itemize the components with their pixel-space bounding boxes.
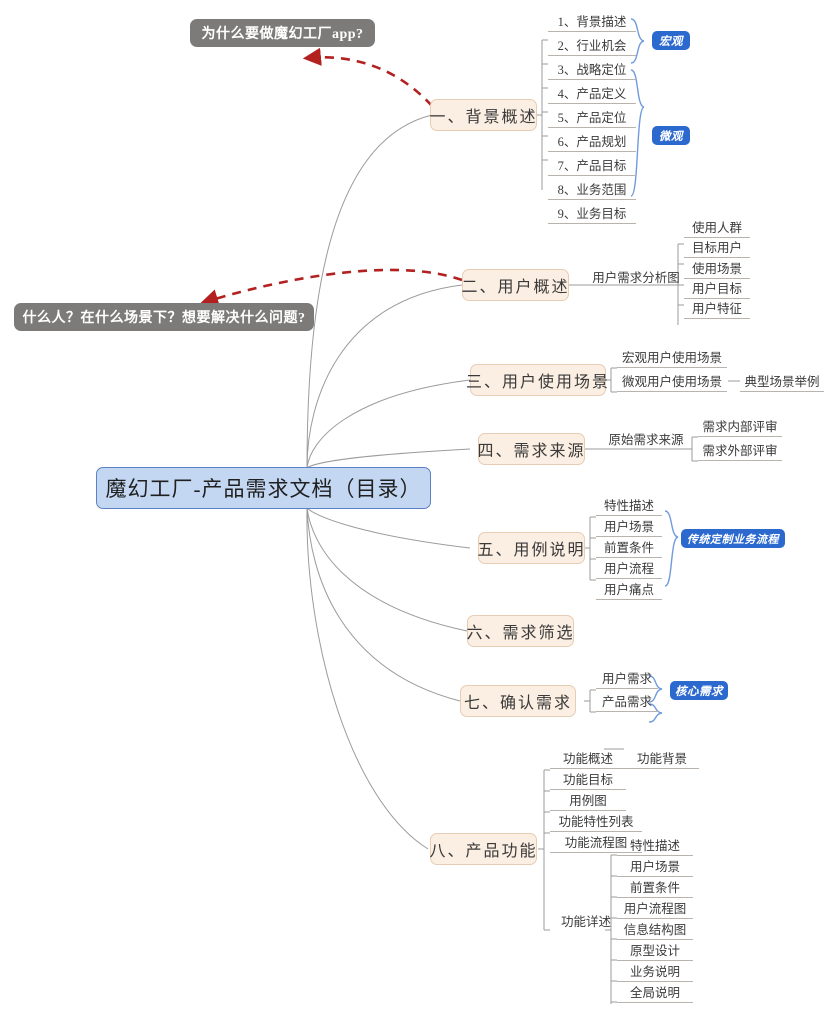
leaf-8-6-1[interactable]: 特性描述 <box>617 836 693 856</box>
branch-5-label: 五、用例说明 <box>477 542 586 559</box>
tag-core-demand-label: 核心需求 <box>675 685 723 698</box>
leaf-1-9[interactable]: 9、业务目标 <box>548 202 636 224</box>
leaf-8-1-child[interactable]: 功能背景 <box>625 749 699 769</box>
leaf-1-1[interactable]: 1、背景描述 <box>548 10 636 32</box>
branch-node-7[interactable]: 七、确认需求 <box>460 685 576 717</box>
leaf-8-6-8[interactable]: 全局说明 <box>617 983 693 1003</box>
leaf-3-2[interactable]: 微观用户使用场景 <box>617 372 727 392</box>
leaf-2-3[interactable]: 使用场景 <box>684 259 750 279</box>
branch-node-4[interactable]: 四、需求来源 <box>478 433 585 465</box>
tag-traditional-process[interactable]: 传统定制业务流程 <box>681 529 785 548</box>
leaf-5-4[interactable]: 用户流程 <box>596 559 662 579</box>
leaf-8-6-3[interactable]: 前置条件 <box>617 878 693 898</box>
branch-node-8[interactable]: 八、产品功能 <box>430 833 537 865</box>
leaf-8-6-4[interactable]: 用户流程图 <box>617 899 693 919</box>
center-node[interactable]: 魔幻工厂-产品需求文档（目录） <box>96 467 431 509</box>
branch-2-label: 二、用户概述 <box>461 279 570 296</box>
leaf-5-1[interactable]: 特性描述 <box>596 496 662 516</box>
branch-1-label: 一、背景概述 <box>429 109 538 126</box>
leaf-8-5[interactable]: 功能流程图 <box>550 833 642 853</box>
branch-node-1[interactable]: 一、背景概述 <box>430 99 537 131</box>
leaf-8-4[interactable]: 功能特性列表 <box>550 812 642 832</box>
leaf-1-7[interactable]: 7、产品目标 <box>548 154 636 176</box>
leaf-4-mid[interactable]: 原始需求来源 <box>608 433 684 447</box>
leaf-8-6-5[interactable]: 信息结构图 <box>617 920 693 940</box>
leaf-1-4[interactable]: 4、产品定义 <box>548 82 636 104</box>
branch-6-label: 六、需求筛选 <box>466 625 575 642</box>
branch-node-3[interactable]: 三、用户使用场景 <box>466 364 608 396</box>
leaf-1-6[interactable]: 6、产品规划 <box>548 130 636 152</box>
leaf-2-5[interactable]: 用户特征 <box>684 299 750 319</box>
leaf-1-3[interactable]: 3、战略定位 <box>548 58 636 80</box>
leaf-8-3[interactable]: 用例图 <box>550 791 626 811</box>
branch-node-2[interactable]: 二、用户概述 <box>462 269 569 301</box>
leaf-8-6[interactable]: 功能详述 <box>560 915 611 929</box>
center-node-label: 魔幻工厂-产品需求文档（目录） <box>105 477 422 501</box>
tag-macro-label: 宏观 <box>659 35 683 48</box>
leaf-1-8[interactable]: 8、业务范围 <box>548 178 636 200</box>
leaf-4-1[interactable]: 需求内部评审 <box>698 417 782 437</box>
leaf-2-2[interactable]: 目标用户 <box>684 238 750 258</box>
leaf-2-4[interactable]: 用户目标 <box>684 279 750 299</box>
leaf-3-2-child[interactable]: 典型场景举例 <box>740 372 824 392</box>
leaf-3-1[interactable]: 宏观用户使用场景 <box>617 348 727 368</box>
callout-who[interactable]: 什么人？在什么场景下？想要解决什么问题? <box>14 303 314 331</box>
callout-why-label: 为什么要做魔幻工厂app? <box>201 27 364 42</box>
callout-why[interactable]: 为什么要做魔幻工厂app? <box>190 19 375 47</box>
tag-core-demand[interactable]: 核心需求 <box>670 681 728 700</box>
leaf-8-2[interactable]: 功能目标 <box>550 770 626 790</box>
leaf-7-2[interactable]: 产品需求 <box>596 692 658 712</box>
branch-3-label: 三、用户使用场景 <box>466 374 611 391</box>
branch-4-label: 四、需求来源 <box>477 443 586 460</box>
branch-8-label: 八、产品功能 <box>429 843 538 860</box>
leaf-2-1[interactable]: 使用人群 <box>684 218 750 238</box>
branch-node-6[interactable]: 六、需求筛选 <box>467 615 574 647</box>
leaf-4-2[interactable]: 需求外部评审 <box>698 441 782 461</box>
tag-micro-label: 微观 <box>659 130 683 143</box>
leaf-7-1[interactable]: 用户需求 <box>596 669 658 689</box>
tag-traditional-process-label: 传统定制业务流程 <box>687 533 779 546</box>
leaf-1-2[interactable]: 2、行业机会 <box>548 34 636 56</box>
branch-7-label: 七、确认需求 <box>463 695 572 712</box>
tag-macro[interactable]: 宏观 <box>652 31 690 50</box>
leaf-8-6-6[interactable]: 原型设计 <box>617 941 693 961</box>
tag-micro[interactable]: 微观 <box>652 126 690 145</box>
leaf-8-1[interactable]: 功能概述 <box>550 749 626 769</box>
leaf-8-6-2[interactable]: 用户场景 <box>617 857 693 877</box>
leaf-5-5[interactable]: 用户痛点 <box>596 580 662 600</box>
leaf-8-6-7[interactable]: 业务说明 <box>617 962 693 982</box>
leaf-1-5[interactable]: 5、产品定位 <box>548 106 636 128</box>
leaf-5-3[interactable]: 前置条件 <box>596 538 662 558</box>
leaf-2-mid[interactable]: 用户需求分析图 <box>592 271 680 285</box>
leaf-5-2[interactable]: 用户场景 <box>596 517 662 537</box>
callout-who-label: 什么人？在什么场景下？想要解决什么问题? <box>22 311 306 326</box>
branch-node-5[interactable]: 五、用例说明 <box>478 532 585 564</box>
